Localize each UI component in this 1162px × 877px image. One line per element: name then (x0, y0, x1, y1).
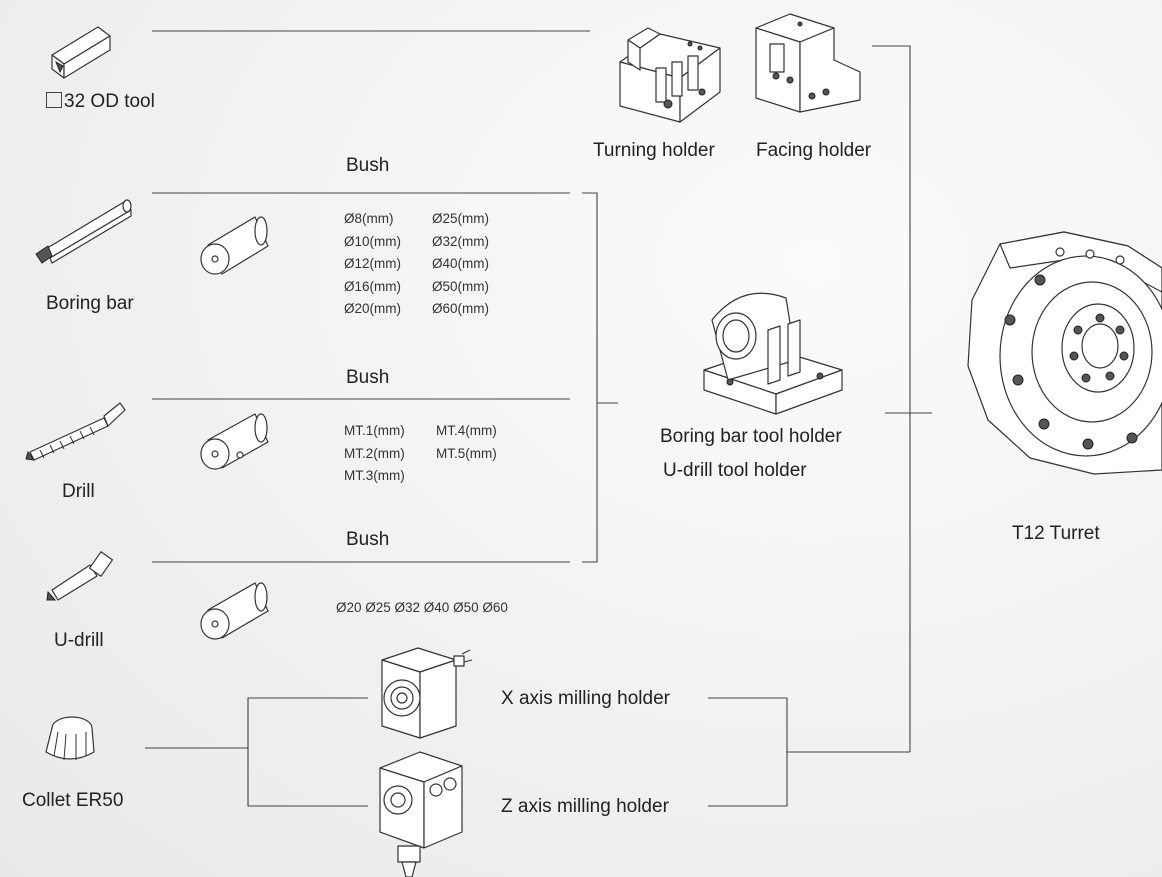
bush-label-udrill: Bush (346, 529, 390, 550)
size-value: Ø16(mm) (344, 278, 401, 294)
size-value: MT.1(mm) (344, 423, 405, 438)
connector-lines (145, 30, 932, 807)
size-value: MT.5(mm) (436, 445, 497, 461)
size-row: Ø12(mm) Ø40(mm) (344, 253, 489, 276)
size-row: Ø20(mm) Ø60(mm) (344, 298, 489, 321)
square-symbol-icon (46, 92, 62, 108)
drill-icon (25, 402, 126, 461)
turning-holder-label: Turning holder (593, 140, 715, 161)
u-drill-label: U-drill (54, 630, 104, 651)
bush-label-drill: Bush (346, 367, 390, 388)
z-milling-holder-label: Z axis milling holder (501, 796, 669, 817)
od-tool-label: 32 OD tool (46, 91, 155, 113)
size-value: Ø25(mm) (432, 211, 489, 226)
boring-holder-label: Boring bar tool holder (660, 426, 842, 447)
udrill-holder-label: U-drill tool holder (663, 460, 807, 481)
size-value: Ø60(mm) (432, 301, 489, 316)
size-value: Ø10(mm) (344, 233, 401, 249)
collet-label: Collet ER50 (22, 790, 124, 811)
size-value: MT.4(mm) (436, 423, 497, 438)
size-value: Ø50(mm) (432, 278, 489, 294)
boring-holder-icon (703, 292, 843, 415)
boring-bush-sizes: Ø8(mm) Ø25(mm) Ø10(mm) Ø32(mm) Ø12(mm) Ø40(mm… (344, 208, 489, 321)
facing-holder-icon (755, 13, 861, 113)
facing-holder-label: Facing holder (756, 140, 872, 161)
x-milling-holder-label: X axis milling holder (501, 688, 670, 709)
size-value: MT.3(mm) (344, 468, 405, 483)
size-value: Ø40(mm) (432, 256, 489, 271)
size-value: Ø12(mm) (344, 256, 401, 271)
size-row: Ø16(mm) Ø50(mm) (344, 276, 489, 299)
size-row: Ø8(mm) Ø25(mm) (344, 208, 489, 231)
od-tool-icon (51, 26, 111, 79)
size-value: Ø8(mm) (344, 211, 394, 226)
bush-icon-drill (200, 413, 269, 470)
boring-bar-icon (35, 199, 132, 264)
drill-label: Drill (62, 481, 95, 502)
size-value: MT.2(mm) (344, 445, 405, 461)
turning-holder-icon (619, 27, 721, 123)
turret-icon (967, 231, 1162, 475)
bush-icon-udrill (200, 582, 269, 640)
boring-bar-label: Boring bar (46, 293, 134, 314)
size-value: Ø32(mm) (432, 233, 489, 249)
collet-icon (45, 716, 95, 761)
z-milling-holder-icon (379, 751, 463, 877)
size-row: MT.3(mm) (344, 465, 497, 488)
size-row: MT.1(mm) MT.4(mm) (344, 420, 497, 443)
drill-bush-sizes: MT.1(mm) MT.4(mm) MT.2(mm) MT.5(mm) MT.3(mm) (344, 420, 497, 488)
bush-label-boring: Bush (346, 155, 390, 176)
u-drill-icon (46, 551, 114, 601)
size-row: MT.2(mm) MT.5(mm) (344, 443, 497, 466)
turret-label: T12 Turret (1012, 523, 1100, 544)
size-value: Ø20(mm) (344, 301, 401, 316)
bush-icon-boring (200, 216, 269, 275)
udrill-bush-sizes: Ø20 Ø25 Ø32 Ø40 Ø50 Ø60 (336, 600, 508, 615)
x-milling-holder-icon (381, 647, 473, 739)
size-row: Ø10(mm) Ø32(mm) (344, 231, 489, 254)
